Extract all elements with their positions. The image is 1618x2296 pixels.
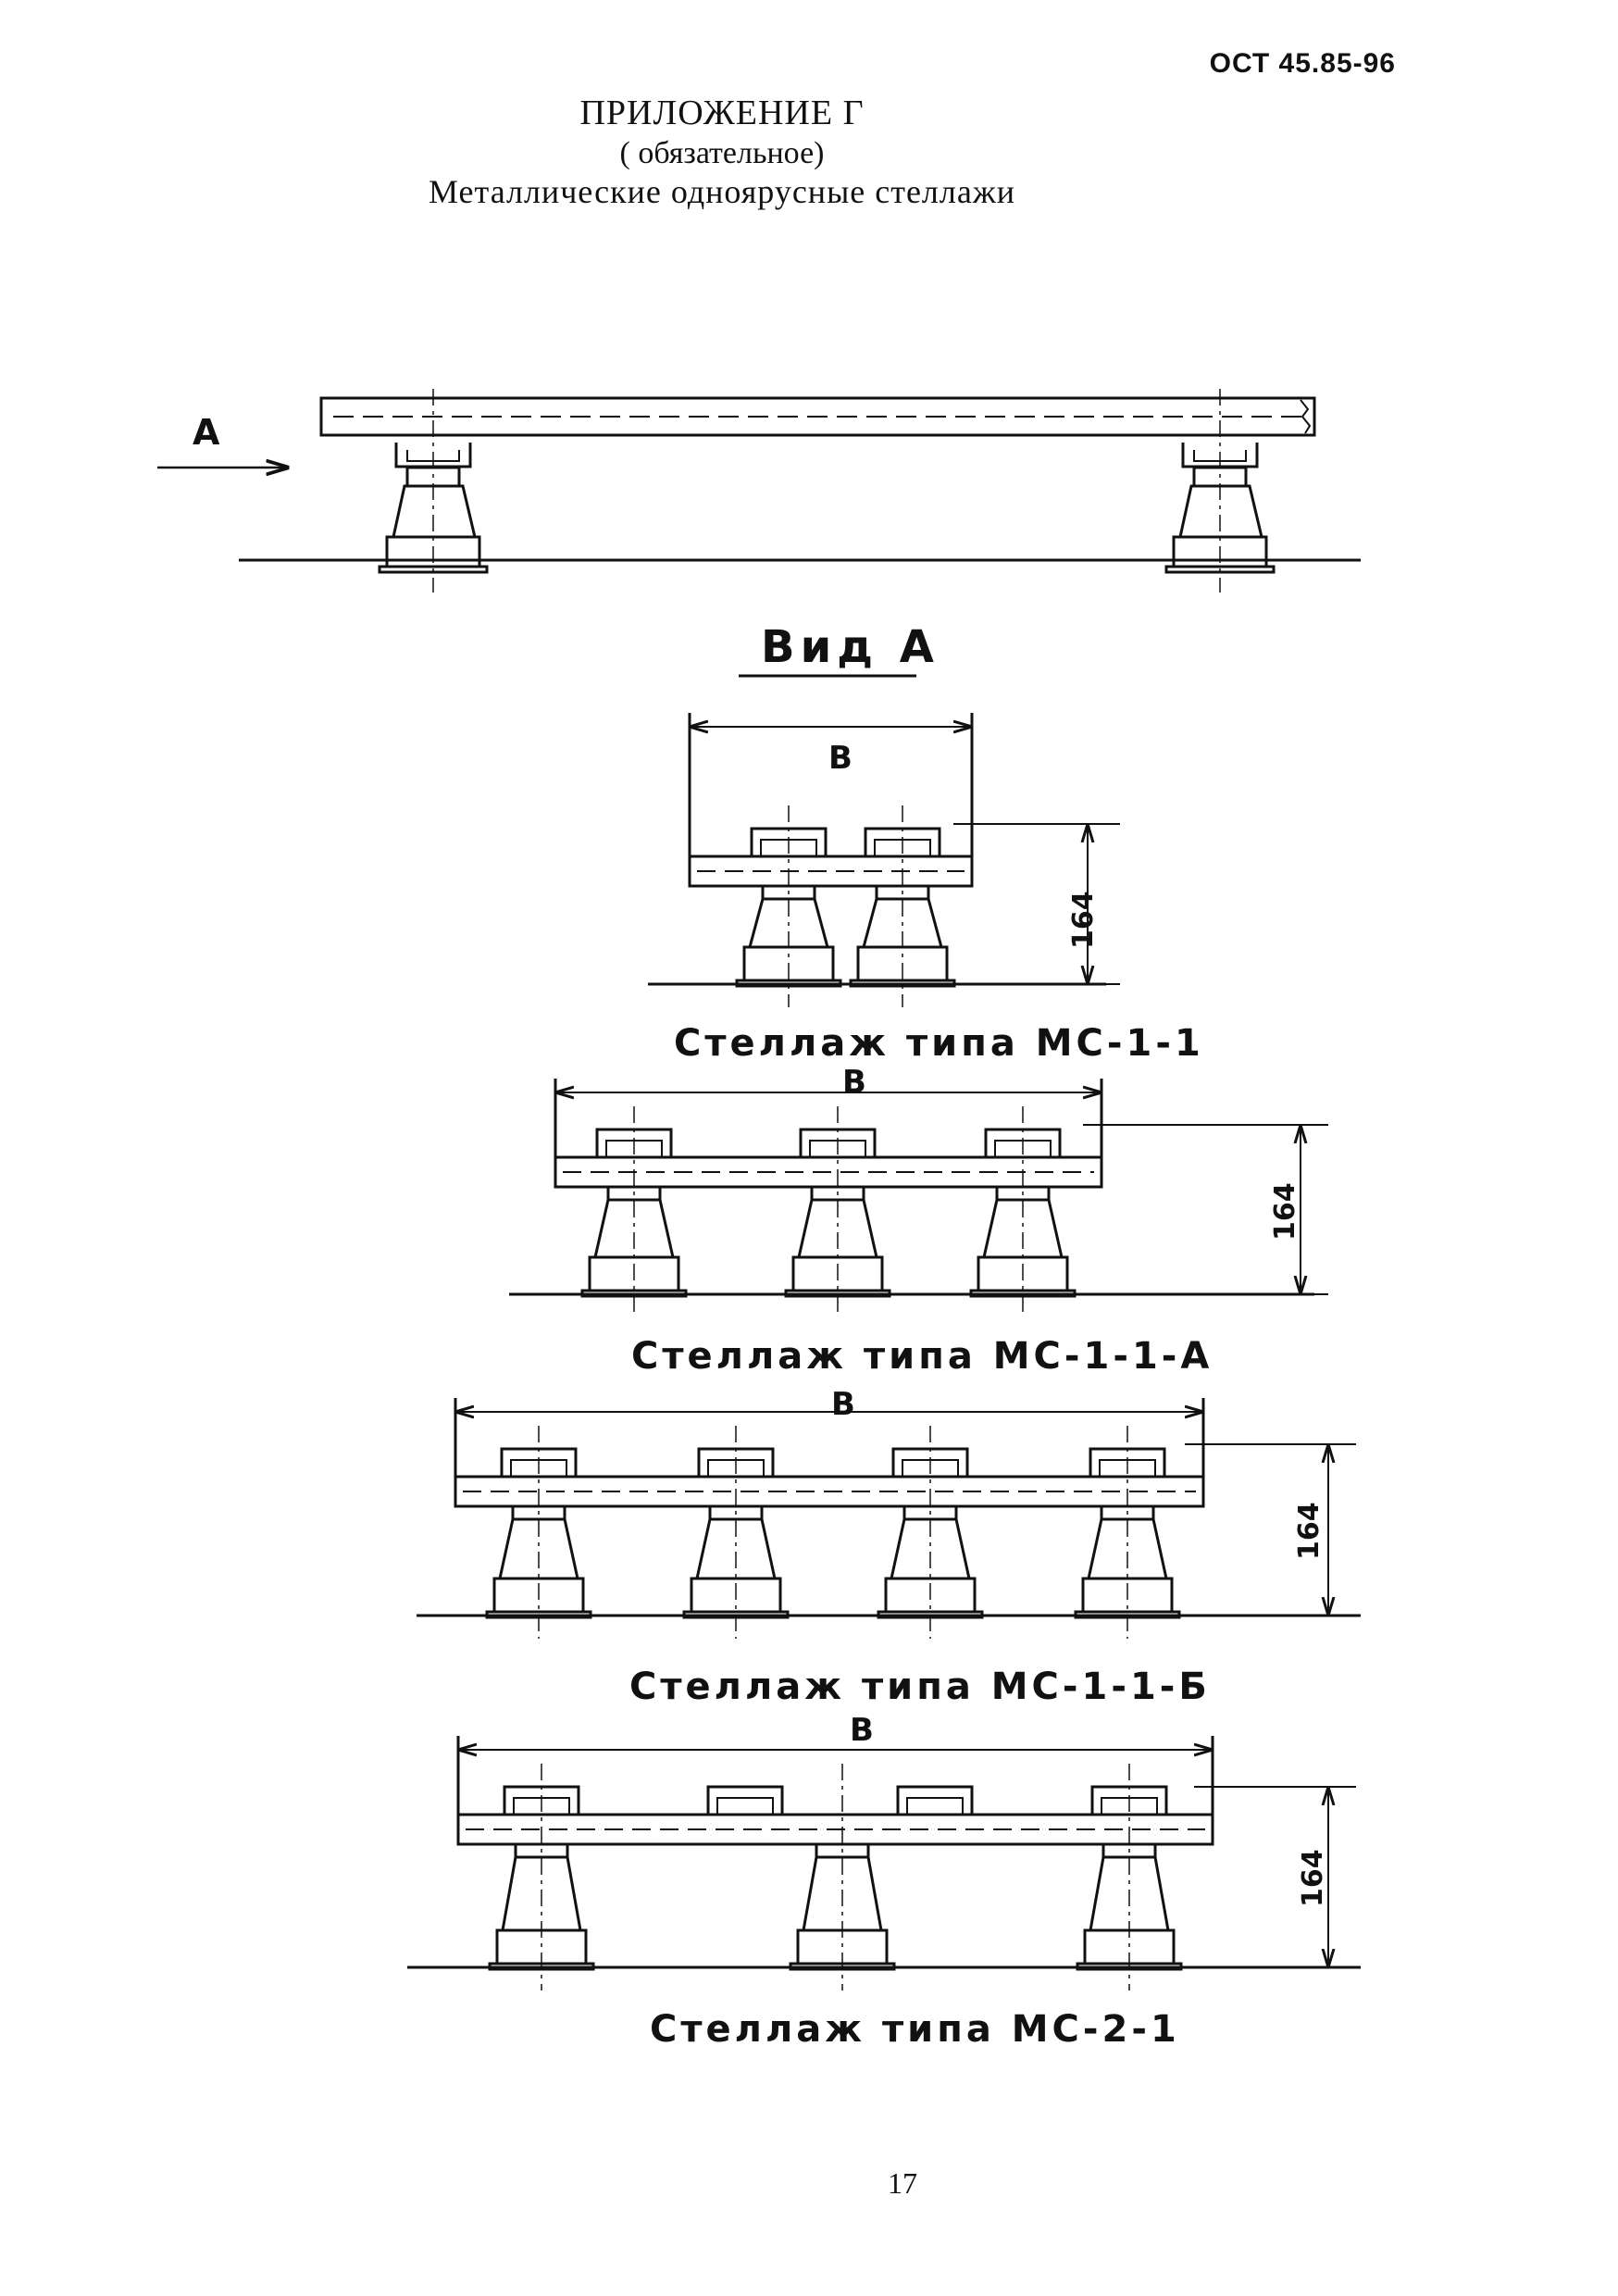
rack-4-caption: Стеллаж типа МС-2-1 [650, 2008, 1180, 2051]
appendix-title: ПРИЛОЖЕНИЕ Г [579, 94, 865, 132]
support-right [1164, 389, 1276, 593]
support-left [378, 389, 489, 593]
appendix-heading: ПРИЛОЖЕНИЕ Г ( обязательное) Металлическ… [0, 93, 1444, 213]
rack-2-caption: Стеллаж типа МС-1-1-А [631, 1335, 1213, 1378]
view-a-title: Вид А [761, 621, 940, 673]
rack-4-clip [896, 1785, 974, 1815]
rack-4-height-label: 164 [1297, 1849, 1329, 1907]
rack-4-width-label: B [850, 1712, 874, 1749]
rack-1-view [648, 713, 1120, 1007]
rack-1-caption: Стеллаж типа МС-1-1 [674, 1022, 1204, 1065]
rack-4-view [407, 1736, 1361, 1990]
rack-3-beam [454, 1475, 1205, 1508]
appendix-subject: Металлические одноярусные стеллажи [429, 173, 1015, 211]
rack-2-width-label: B [842, 1064, 866, 1101]
beam [319, 396, 1316, 437]
side-view [157, 389, 1361, 593]
page-number: 17 [888, 2166, 917, 2200]
rack-3-width-label: B [831, 1386, 855, 1423]
rack-3-height-label: 164 [1293, 1502, 1326, 1560]
rack-1-height-label: 164 [1067, 891, 1100, 949]
rack-4-clip [706, 1785, 784, 1815]
view-arrow-label: А [193, 412, 220, 453]
rack-drawings [407, 713, 1361, 1990]
rack-1-beam [688, 855, 974, 888]
document-code: ОСТ 45.85-96 [1209, 48, 1396, 79]
rack-2-height-label: 164 [1269, 1182, 1301, 1241]
rack-3-view [417, 1398, 1361, 1639]
rack-3-caption: Стеллаж типа МС-1-1-Б [629, 1666, 1211, 1708]
rack-2-view [509, 1079, 1328, 1317]
rack-1-width-label: B [828, 740, 853, 777]
appendix-status: ( обязательное) [619, 135, 825, 170]
